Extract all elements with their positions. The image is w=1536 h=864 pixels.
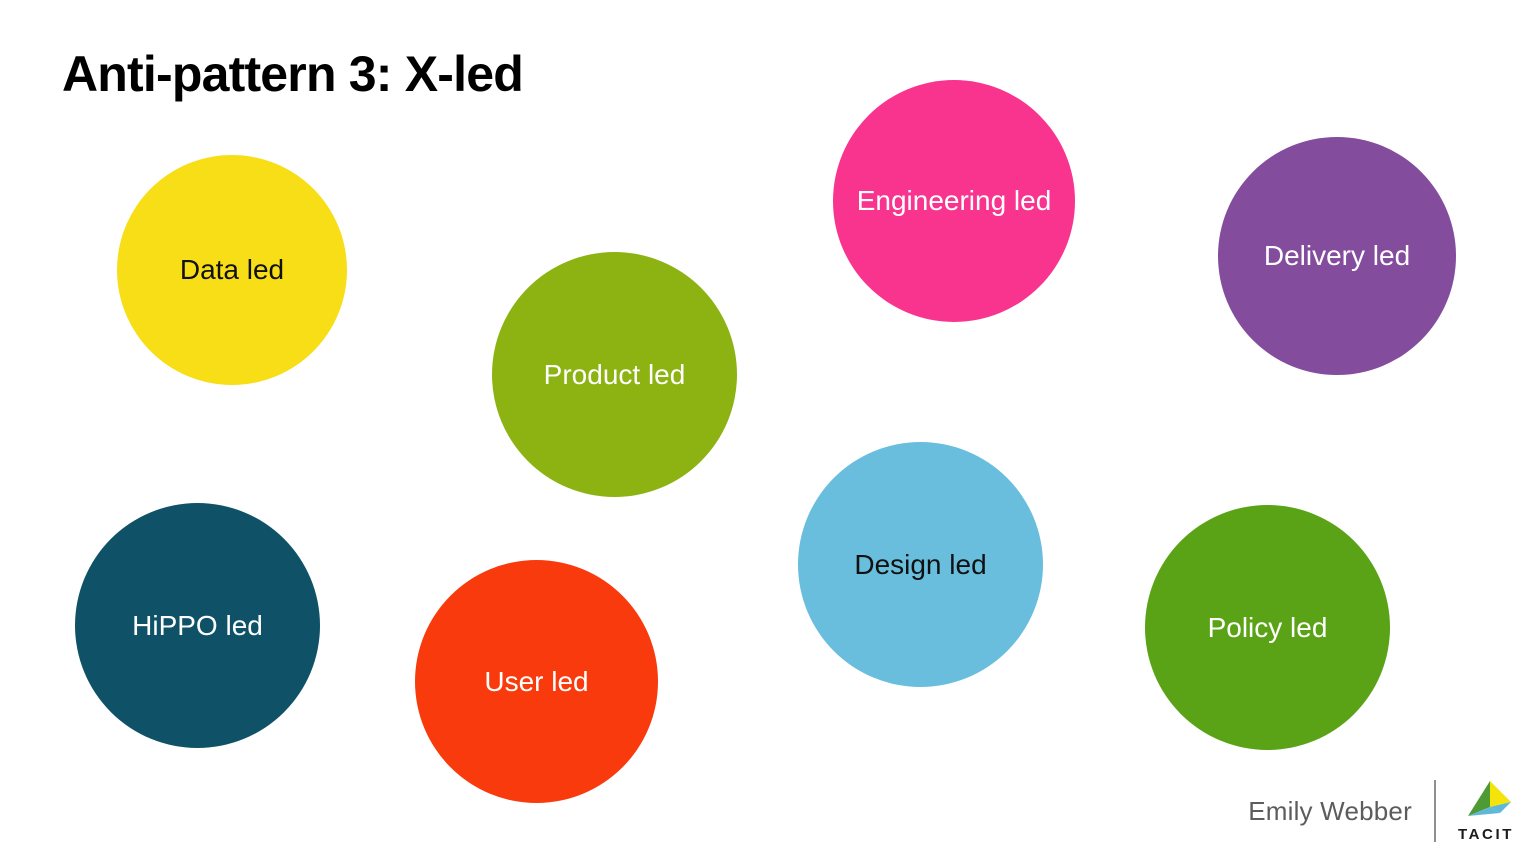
- page-title: Anti-pattern 3: X-led: [62, 46, 524, 102]
- bubble-engineering-led: Engineering led: [833, 80, 1075, 322]
- footer-divider: [1433, 780, 1436, 842]
- bubble-user-led: User led: [415, 560, 658, 803]
- tacit-brand: TACIT: [1458, 780, 1514, 842]
- bubble-label: User led: [484, 665, 589, 697]
- bubble-policy-led: Policy led: [1145, 505, 1390, 750]
- bubble-hippo-led: HiPPO led: [75, 503, 320, 748]
- tacit-wordmark: TACIT: [1457, 826, 1514, 843]
- bubble-label: HiPPO led: [132, 609, 263, 641]
- slide-footer: Emily Webber TACIT: [1248, 772, 1514, 850]
- bubble-label: Product led: [543, 358, 686, 390]
- bubble-label: Data led: [179, 254, 285, 286]
- bubble-label: Policy led: [1207, 611, 1328, 643]
- bubble-label: Design led: [854, 548, 987, 580]
- bubble-product-led: Product led: [492, 252, 737, 497]
- bubble-label: Engineering led: [856, 185, 1052, 217]
- bubble-label: Delivery led: [1263, 240, 1411, 272]
- bubble-design-led: Design led: [798, 442, 1043, 687]
- bubble-data-led: Data led: [117, 155, 347, 385]
- bubble-delivery-led: Delivery led: [1218, 137, 1456, 375]
- author-byline: Emily Webber: [1248, 795, 1412, 826]
- tacit-triangle-logo-icon: [1467, 781, 1511, 816]
